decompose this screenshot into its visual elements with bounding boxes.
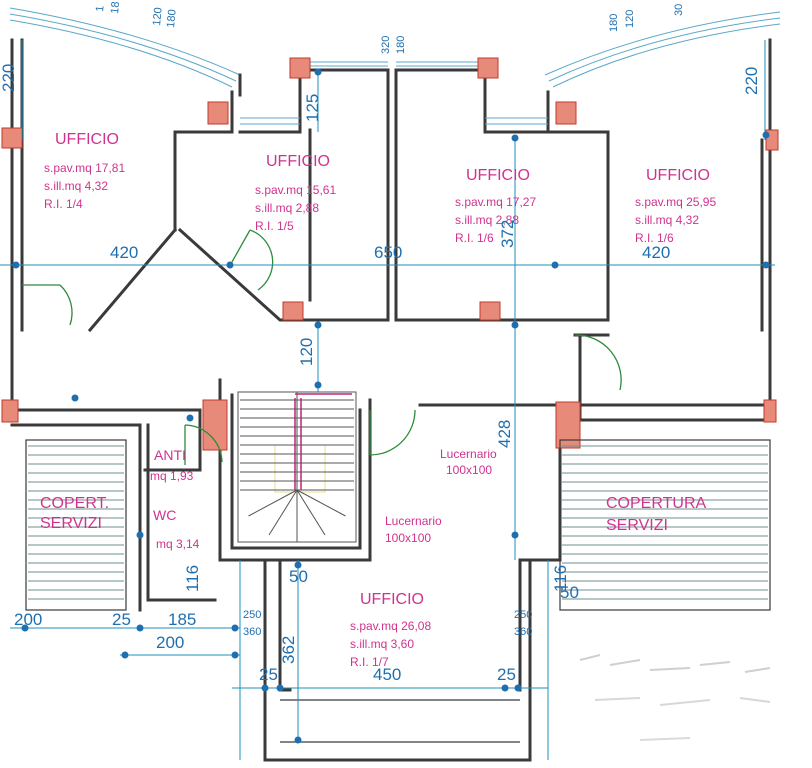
room3-sill: s.ill.mq 2,88 <box>455 213 519 227</box>
room1-name: UFFICIO <box>55 131 119 148</box>
curved-facade-right <box>544 11 781 88</box>
dimension-lines <box>0 40 775 760</box>
dim-116-right: 116 <box>551 565 570 592</box>
stair-winder <box>248 489 298 517</box>
room3-spav: s.pav.mq 17,27 <box>455 195 536 209</box>
room2-name: UFFICIO <box>266 153 330 170</box>
room1-ri: R.I. 1/4 <box>44 197 83 211</box>
dim-220-left: 220 <box>0 64 18 92</box>
room4-spav: s.pav.mq 25,95 <box>635 195 716 209</box>
stair-winder <box>296 489 346 517</box>
dim-120-mid: 120 <box>297 338 316 366</box>
dim-25-b: 25 <box>259 665 278 684</box>
room2-spav: s.pav.mq 15,61 <box>255 183 336 197</box>
room5-ri: R.I. 1/7 <box>350 655 389 669</box>
dim-50-left: 50 <box>289 567 308 586</box>
dim-18-tl: 18 <box>109 1 122 14</box>
dim-25-c: 25 <box>497 665 516 684</box>
dim-372: 372 <box>498 220 517 248</box>
dim-250-left: 250 <box>243 609 261 621</box>
lucernario1-line1: Lucernario <box>440 447 497 461</box>
room1-spav: s.pav.mq 17,81 <box>44 161 125 175</box>
dim-185: 185 <box>168 610 196 629</box>
dim-650: 650 <box>374 243 402 262</box>
dim-320: 320 <box>380 36 392 54</box>
copert-right-line1: COPERTURA <box>606 495 706 512</box>
curved-facade-left <box>9 7 242 97</box>
dim-120-tr: 120 <box>624 10 636 28</box>
dim-125: 125 <box>303 94 322 122</box>
doors <box>22 229 622 465</box>
wc-area: mq 3,14 <box>156 537 200 551</box>
dim-200-b: 200 <box>156 633 184 652</box>
dim-116-left: 116 <box>183 565 202 592</box>
dim-360-left: 360 <box>243 626 261 638</box>
dim-362: 362 <box>279 636 298 664</box>
dim-428: 428 <box>495 420 514 448</box>
dim-120-tl: 120 <box>151 7 165 26</box>
dim-420-right: 420 <box>642 243 670 262</box>
dim-180-tr: 180 <box>608 14 620 32</box>
dim-25-a: 25 <box>112 610 131 629</box>
stairs <box>237 391 357 543</box>
dim-180-top: 180 <box>395 36 407 54</box>
dim-250-right: 250 <box>514 609 532 621</box>
stair-winder <box>268 489 298 536</box>
dim-180-tl: 180 <box>165 9 179 28</box>
room2-sill: s.ill.mq 2,88 <box>255 201 319 215</box>
room4-ri: R.I. 1/6 <box>635 231 674 245</box>
anti-area: mq 1,93 <box>150 469 194 483</box>
hatched-copert-right <box>559 439 771 611</box>
lucernario2-line2: 100x100 <box>385 531 431 545</box>
room5-name: UFFICIO <box>360 591 424 608</box>
lucernario1-line2: 100x100 <box>446 463 492 477</box>
dim-220-right: 220 <box>742 67 761 95</box>
dim-200-a: 200 <box>14 610 42 629</box>
dim-50-right: 50 <box>560 583 579 602</box>
dim-450: 450 <box>373 665 401 684</box>
room1-sill: s.ill.mq 4,32 <box>44 179 108 193</box>
room3-ri: R.I. 1/6 <box>455 231 494 245</box>
room2-ri: R.I. 1/5 <box>255 219 294 233</box>
faint-marks <box>579 654 771 741</box>
room4-name: UFFICIO <box>646 167 710 184</box>
room5-spav: s.pav.mq 26,08 <box>350 619 431 633</box>
dim-1-tl: 1 <box>94 5 106 12</box>
anti-name: ANTI <box>154 447 186 463</box>
dim-30-tr: 30 <box>673 4 685 16</box>
copert-left-line2: SERVIZI <box>40 515 102 532</box>
dimension-dots <box>12 68 770 744</box>
copert-left-line1: COPERT. <box>40 495 109 512</box>
dim-420-left: 420 <box>110 243 138 262</box>
room3-name: UFFICIO <box>466 167 530 184</box>
copert-right-line2: SERVIZI <box>606 517 668 534</box>
hatched-copert-left <box>25 439 127 611</box>
room4-sill: s.ill.mq 4,32 <box>635 213 699 227</box>
walls <box>10 38 772 762</box>
lucernario2-line1: Lucernario <box>385 514 442 528</box>
stair-winder <box>296 489 326 536</box>
wc-name: WC <box>153 507 176 523</box>
room5-sill: s.ill.mq 3,60 <box>350 637 414 651</box>
windows-top <box>240 61 548 125</box>
dim-360-right: 360 <box>514 626 532 638</box>
